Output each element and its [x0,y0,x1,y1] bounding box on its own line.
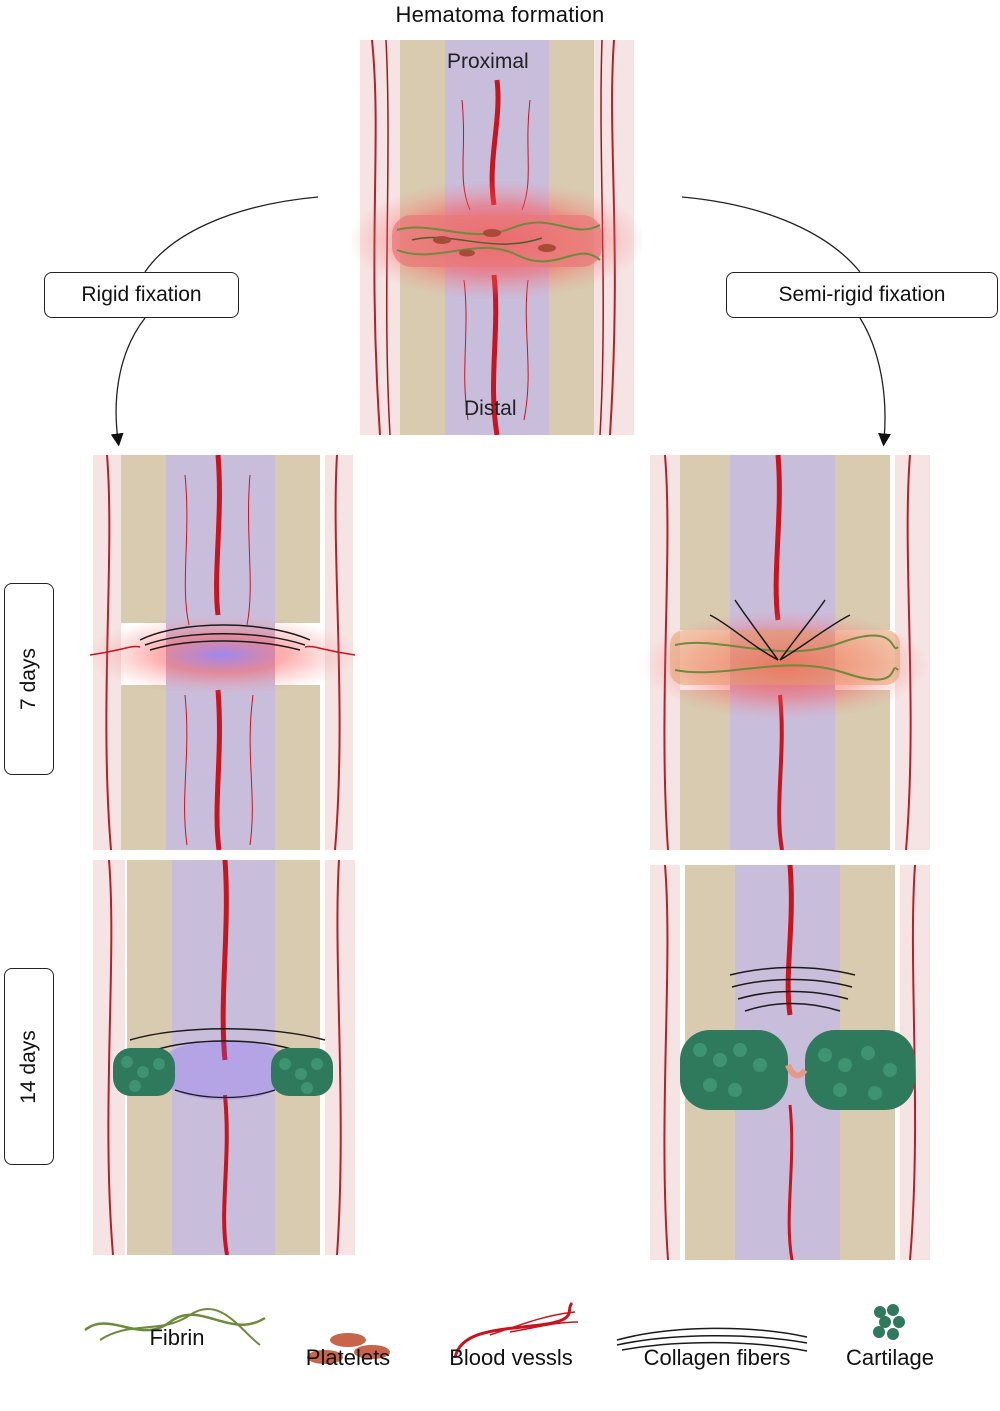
timepoint-14-days-label: 14 days [17,1029,40,1104]
legend-label-blood-vessels: Blood vessls [449,1345,573,1370]
left-connector-lower [110,317,146,447]
timepoint-14-days: 14 days [4,968,54,1165]
fracture-gap-clot [392,215,602,267]
semi-rigid-fixation-label: Semi-rigid fixation [726,272,998,318]
distal-label: Distal [464,397,517,420]
right-connector-upper [681,196,861,273]
diagram-title: Hematoma formation [395,2,605,27]
legend-label-platelets: Platelets [305,1345,391,1370]
timepoint-7-days: 7 days [4,583,54,775]
connector-arrows [110,196,892,447]
right-connector-lower [859,317,892,447]
blood-vessels-icon [453,1301,579,1359]
proximal-label: Proximal [447,50,529,73]
legend-label-cartilage: Cartilage [845,1345,935,1370]
rigid-14-days-panel [85,860,360,1255]
legend-label-fibrin: Fibrin [149,1325,205,1350]
semi-rigid-7-days-panel [640,455,940,850]
hematoma-panel: Proximal Distal [352,40,642,435]
cartilage-icon [873,1304,905,1340]
rigid-7-days-panel [85,455,360,850]
timepoint-7-days-label: 7 days [17,648,40,710]
fibrin-icon [84,1308,266,1346]
collagen-fibers-icon [616,1327,808,1352]
legend-label-collagen-fibers: Collagen fibers [643,1345,791,1370]
left-connector-upper [144,196,319,273]
platelets-icon [307,1333,390,1364]
rigid-fixation-label: Rigid fixation [44,272,239,318]
semi-rigid-14-days-panel [640,865,940,1260]
